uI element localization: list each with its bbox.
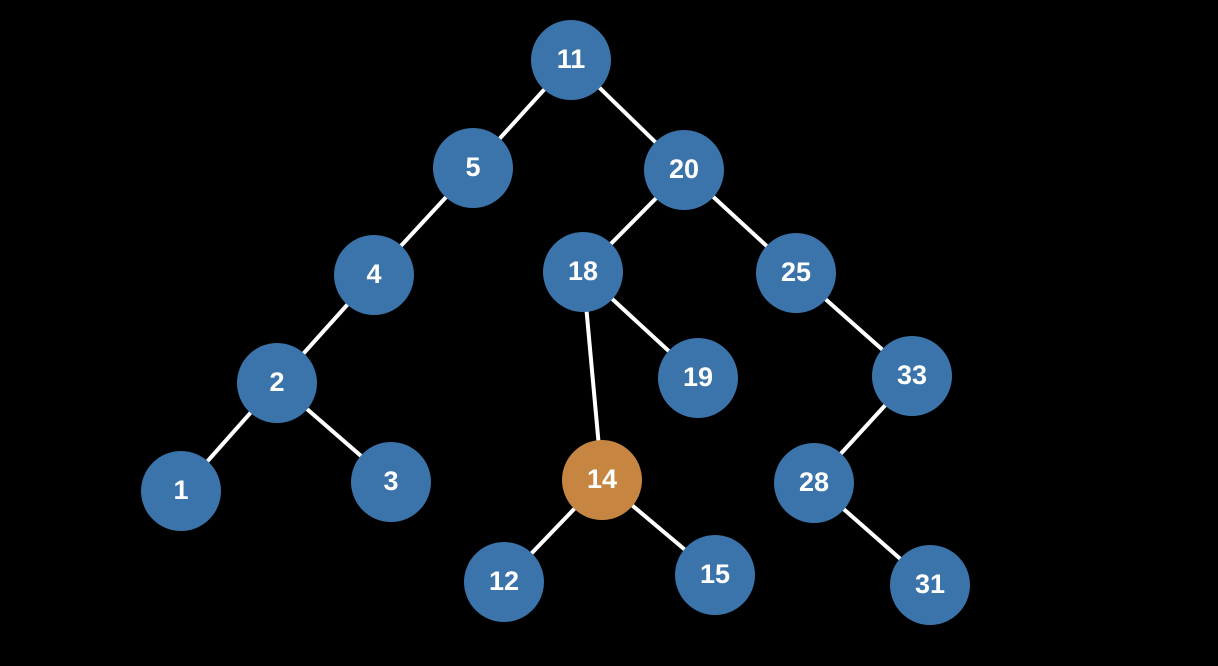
node-circle bbox=[433, 128, 513, 208]
tree-node-31: 31 bbox=[890, 545, 970, 625]
node-circle bbox=[774, 443, 854, 523]
node-label: 33 bbox=[897, 360, 927, 390]
tree-node-5: 5 bbox=[433, 128, 513, 208]
tree-node-1: 1 bbox=[141, 451, 221, 531]
node-circle bbox=[890, 545, 970, 625]
tree-node-18: 18 bbox=[543, 232, 623, 312]
tree-node-14: 14 bbox=[562, 440, 642, 520]
node-label: 25 bbox=[781, 257, 811, 287]
node-label: 12 bbox=[489, 566, 519, 596]
node-circle bbox=[543, 232, 623, 312]
tree-node-11: 11 bbox=[531, 20, 611, 100]
node-circle bbox=[675, 535, 755, 615]
tree-node-19: 19 bbox=[658, 338, 738, 418]
node-circle bbox=[141, 451, 221, 531]
node-label: 3 bbox=[383, 466, 398, 496]
node-label: 5 bbox=[465, 152, 480, 182]
tree-node-20: 20 bbox=[644, 130, 724, 210]
node-label: 14 bbox=[587, 464, 617, 494]
tree-node-33: 33 bbox=[872, 336, 952, 416]
tree-node-25: 25 bbox=[756, 233, 836, 313]
node-circle bbox=[351, 442, 431, 522]
node-circle bbox=[872, 336, 952, 416]
node-label: 15 bbox=[700, 559, 730, 589]
node-label: 20 bbox=[669, 154, 699, 184]
tree-node-3: 3 bbox=[351, 442, 431, 522]
node-circle bbox=[531, 20, 611, 100]
node-label: 11 bbox=[557, 44, 586, 74]
node-label: 1 bbox=[173, 475, 188, 505]
node-circle bbox=[237, 343, 317, 423]
tree-node-28: 28 bbox=[774, 443, 854, 523]
node-circle bbox=[756, 233, 836, 313]
node-circle bbox=[334, 235, 414, 315]
tree-node-12: 12 bbox=[464, 542, 544, 622]
highlighted-node-circle bbox=[562, 440, 642, 520]
node-circle bbox=[644, 130, 724, 210]
tree-node-15: 15 bbox=[675, 535, 755, 615]
node-label: 2 bbox=[269, 367, 284, 397]
tree-node-4: 4 bbox=[334, 235, 414, 315]
node-label: 18 bbox=[568, 256, 598, 286]
node-label: 28 bbox=[799, 467, 829, 497]
node-label: 4 bbox=[366, 259, 381, 289]
node-label: 31 bbox=[915, 569, 945, 599]
node-circle bbox=[464, 542, 544, 622]
node-label: 19 bbox=[683, 362, 713, 392]
tree-node-2: 2 bbox=[237, 343, 317, 423]
node-circle bbox=[658, 338, 738, 418]
